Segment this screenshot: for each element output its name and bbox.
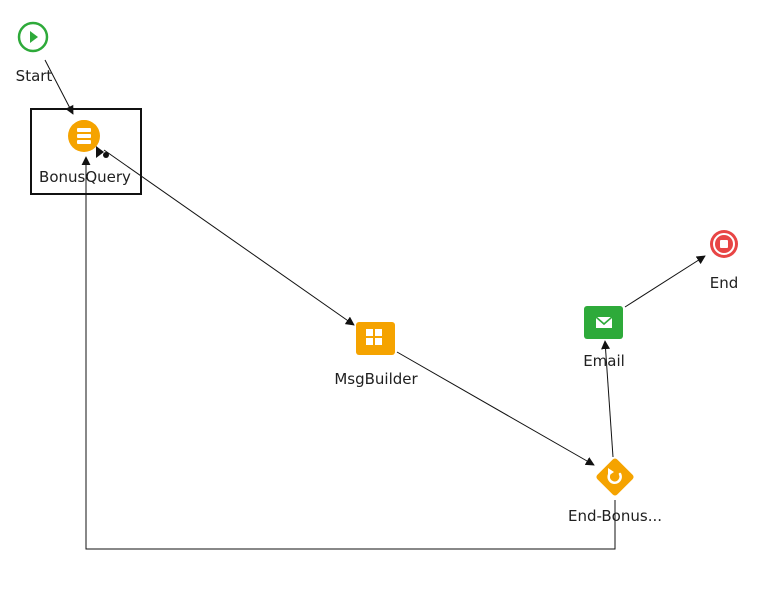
- edge-endbonus-to-email[interactable]: [601, 340, 614, 458]
- edge-msgbuilder-to-endbonus[interactable]: [396, 351, 595, 466]
- edge-endbonus-to-bonusquery[interactable]: [81, 156, 616, 550]
- label-msgbuilder: MsgBuilder: [334, 370, 418, 388]
- edge-email-to-end[interactable]: [624, 255, 706, 308]
- node-msgbuilder[interactable]: [356, 322, 395, 355]
- play-triangle: [30, 31, 38, 43]
- label-end: End: [709, 274, 739, 292]
- node-endbonus[interactable]: [595, 457, 635, 497]
- exception-port-icon: [96, 146, 104, 158]
- label-email: Email: [583, 352, 625, 370]
- node-start[interactable]: [17, 21, 49, 53]
- label-endbonus: End-Bonus...: [568, 507, 662, 525]
- node-email[interactable]: [584, 306, 623, 339]
- selection-frame-bonusquery[interactable]: [30, 108, 142, 195]
- info-dot-icon: [103, 152, 109, 158]
- loop-icon: [596, 458, 634, 496]
- node-end[interactable]: [710, 230, 738, 258]
- label-bonusquery: BonusQuery: [39, 168, 131, 186]
- node-bonusquery[interactable]: [68, 120, 109, 158]
- edge-start-to-bonusquery[interactable]: [44, 59, 74, 115]
- label-start: Start: [15, 67, 53, 85]
- edge-bonusquery-to-msgbuilder[interactable]: [103, 149, 355, 326]
